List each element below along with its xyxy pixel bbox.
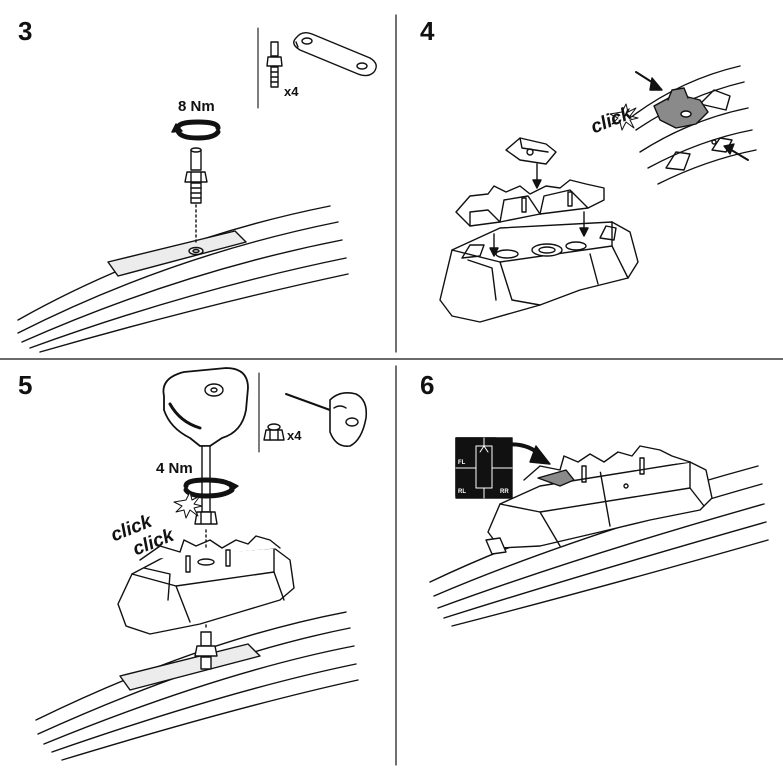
step6-illustration [429, 437, 769, 627]
step4-cradle [455, 179, 605, 227]
step-3-number: 3 [18, 16, 33, 46]
torque-rotation-icon [171, 119, 221, 141]
step5-quantity-label: x4 [287, 428, 302, 443]
hex-key-icon [162, 367, 249, 525]
torque-rotation-icon [183, 477, 239, 499]
click-burst [173, 491, 203, 519]
legend-rr-label: RR [500, 489, 509, 495]
hex-key-icon [285, 392, 368, 448]
legend-rl-label: RL [458, 489, 466, 495]
bolt-icon [184, 147, 208, 204]
step4-detail-inset [609, 65, 757, 185]
clamp-piece [505, 137, 557, 165]
plate-icon [293, 31, 377, 77]
step5-foot [117, 529, 295, 635]
legend-fl-label: FL [458, 460, 466, 466]
step5-torque-label: 4 Nm [156, 460, 193, 477]
step-6-number: 6 [420, 370, 435, 400]
panel-dividers [0, 14, 783, 766]
step4-foot-base [439, 221, 639, 323]
step-5-number: 5 [18, 370, 33, 400]
step5-rail-plate-slot [119, 643, 261, 691]
step3-rail-plate-slot [107, 230, 247, 277]
bolt-icon [194, 609, 218, 670]
stud-icon [266, 41, 283, 88]
arrow-icon [489, 163, 589, 257]
step4-illustration [439, 65, 757, 323]
nut-icon [263, 423, 285, 441]
step5-roof-rail [35, 611, 359, 761]
step3-hole [188, 246, 204, 256]
step3-quantity-label: x4 [284, 84, 299, 99]
position-legend [455, 437, 513, 499]
step5-illustration [35, 367, 368, 761]
step3-roof-rail [17, 205, 349, 353]
step6-foot [485, 445, 713, 555]
step3-illustration [17, 27, 377, 353]
step3-torque-label: 8 Nm [178, 98, 215, 115]
step-4-number: 4 [420, 16, 435, 46]
